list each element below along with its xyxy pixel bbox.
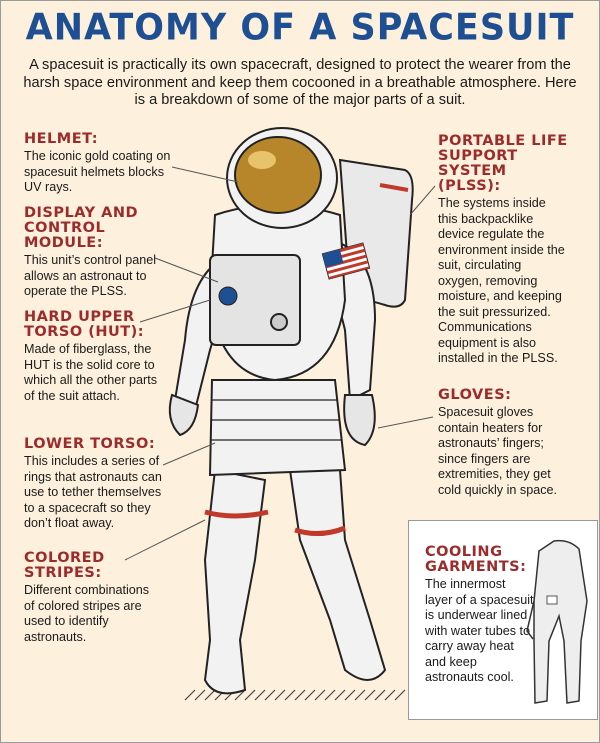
- cooling-garment-illustration: [526, 539, 588, 704]
- gloves-text: Spacesuit gloves contain heaters for ast…: [438, 405, 558, 497]
- cooling-heading: COOLING GARMENTS:: [425, 544, 527, 575]
- hut-heading: HARD UPPER TORSO (HUT):: [24, 309, 145, 340]
- left-leg: [203, 468, 267, 695]
- intro-text: A spacesuit is practically its own space…: [23, 57, 577, 108]
- callout-lower-torso: LOWER TORSO: This includes a series of r…: [24, 437, 169, 532]
- right-leg: [288, 469, 387, 681]
- glove-right: [343, 394, 376, 447]
- us-flag: [321, 242, 371, 280]
- callout-colored-stripes: COLORED STRIPES: Different combinations …: [24, 551, 154, 645]
- dcm-text: This unit’s control panel allows an astr…: [24, 253, 157, 298]
- helmet-text: The iconic gold coating on spacesuit hel…: [24, 149, 171, 194]
- floor-hatching: [184, 689, 406, 701]
- page-title: ANATOMY OF A SPACESUIT: [25, 7, 575, 49]
- dcm-heading: DISPLAY AND CONTROL MODULE:: [24, 205, 139, 251]
- gloves-heading: GLOVES:: [438, 387, 512, 403]
- lower-torso-text: This includes a series of rings that ast…: [24, 454, 162, 530]
- helmet-visor: [234, 136, 322, 214]
- stripes-text: Different combinations of colored stripe…: [24, 583, 150, 644]
- hut-text: Made of fiberglass, the HUT is the solid…: [24, 342, 158, 403]
- glove-left: [168, 393, 200, 437]
- callout-helmet: HELMET: The iconic gold coating on space…: [24, 132, 174, 196]
- callout-lines: [124, 166, 436, 561]
- cooling-text: The innermost layer of a spacesuit is un…: [425, 577, 534, 684]
- callout-hut: HARD UPPER TORSO (HUT): Made of fibergla…: [24, 310, 159, 404]
- callout-gloves: GLOVES: Spacesuit gloves contain heaters…: [438, 388, 568, 498]
- stripes-heading: COLORED STRIPES:: [24, 550, 105, 581]
- plss-heading: PORTABLE LIFE SUPPORT SYSTEM (PLSS):: [438, 133, 568, 194]
- lower-torso-heading: LOWER TORSO:: [24, 436, 156, 452]
- cooling-garments-box: COOLING GARMENTS: The innermost layer of…: [408, 520, 598, 720]
- lower-torso: [208, 379, 347, 477]
- callout-dcm: DISPLAY AND CONTROL MODULE: This unit’s …: [24, 206, 189, 300]
- helmet-heading: HELMET:: [24, 131, 99, 147]
- callout-plss: PORTABLE LIFE SUPPORT SYSTEM (PLSS): The…: [438, 134, 568, 367]
- nasa-logo: [218, 286, 238, 306]
- plss-text: The systems inside this backpacklike dev…: [438, 196, 565, 365]
